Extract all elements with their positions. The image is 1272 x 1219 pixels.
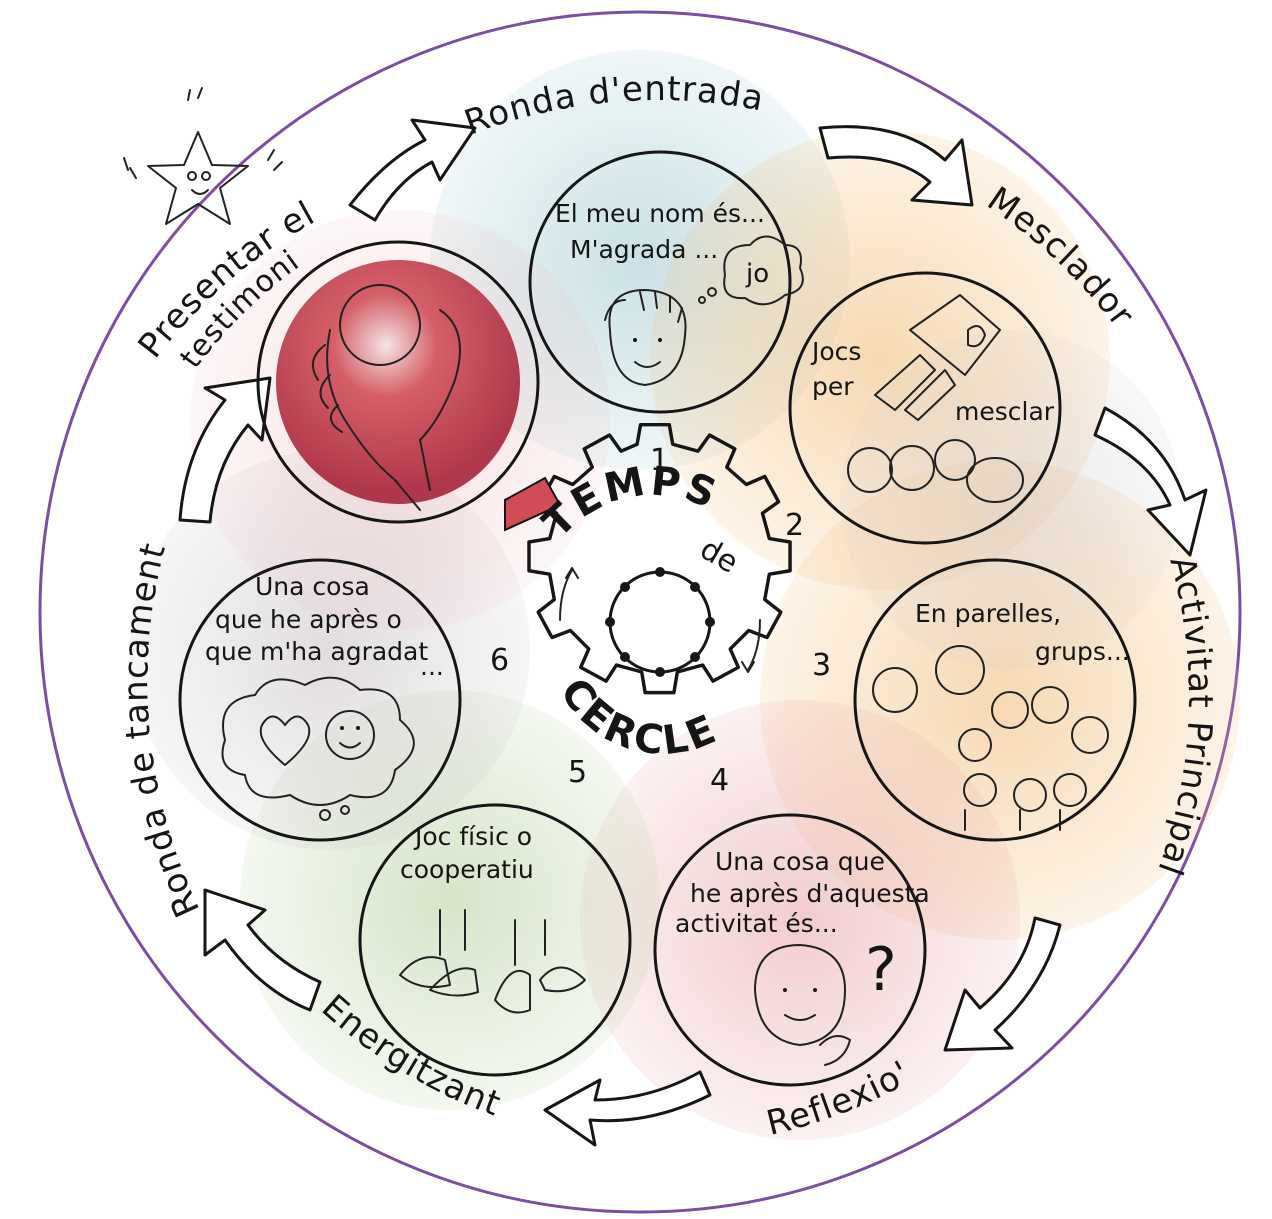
mesclador-line3: mesclar <box>955 397 1055 426</box>
bubble-jo: jo <box>745 259 769 289</box>
center-gear <box>504 422 792 695</box>
tancament-line2: que he après o <box>215 605 402 634</box>
child-face-icon <box>604 289 687 386</box>
energitzant-line2: cooperatiu <box>400 855 534 884</box>
arrow-to-principal <box>1093 406 1208 557</box>
energitzant-line1: Joc físic o <box>413 822 532 851</box>
cycle-arrows <box>178 118 1208 1147</box>
step-number-2: 2 <box>785 508 804 543</box>
station-ronda-entrada: El meu nom és... M'agrada ... jo <box>528 150 804 414</box>
arrow-to-testimoni <box>178 376 272 524</box>
station-ronda-tancament: Una cosa que he après o que m'ha agradat… <box>178 558 462 842</box>
feet-and-shoes-icon <box>399 909 586 1014</box>
tancament-line4: ... <box>420 652 444 681</box>
hand-holding-ball-icon <box>311 284 461 511</box>
smiley-icon <box>325 710 375 760</box>
principal-line2: grups... <box>1035 637 1130 666</box>
arrow-to-energitzant <box>543 1070 712 1147</box>
principal-line1: En parelles, <box>915 599 1061 628</box>
entrada-line1: El meu nom és... <box>555 199 765 228</box>
tancament-line3: que m'ha agradat <box>205 637 428 666</box>
arrow-to-entrada <box>348 118 477 222</box>
heart-icon <box>259 715 311 766</box>
step-numbers: 1 2 3 4 5 6 <box>490 443 831 798</box>
arrow-to-tancament <box>203 888 322 1012</box>
step-number-1: 1 <box>650 443 669 478</box>
star-icon <box>123 87 283 225</box>
station-energitzant: Joc físic o cooperatiu <box>358 803 632 1077</box>
question-mark: ? <box>865 935 897 1005</box>
arrow-to-reflexio <box>943 916 1062 1052</box>
balls-icon <box>847 439 1024 503</box>
reflexio-line1: Una cosa que <box>715 847 885 876</box>
step-number-4: 4 <box>710 763 729 798</box>
group-of-people-icon <box>872 645 1109 831</box>
entrada-line2: M'agrada ... <box>570 235 718 264</box>
station-activitat-principal: En parelles, grups... <box>853 558 1137 842</box>
station-reflexio: Una cosa que he après d'aquesta activita… <box>653 813 930 1087</box>
thought-bubble-icon: jo <box>698 235 804 306</box>
station-presentar-testimoni <box>256 240 540 524</box>
arrow-to-mesclador <box>818 125 974 207</box>
people-circle-icon <box>559 567 761 677</box>
mesclador-line1: Jocs <box>810 337 861 366</box>
cloud-icon <box>221 676 415 821</box>
gear-red-tab <box>504 476 562 532</box>
hand-mixer-icon <box>874 294 1001 421</box>
step-number-5: 5 <box>568 755 587 790</box>
watercolor-washes <box>130 50 1240 1140</box>
step-number-6: 6 <box>490 643 509 678</box>
tancament-line1: Una cosa <box>255 572 370 601</box>
mesclador-line2: per <box>812 372 854 401</box>
reflexio-line3: activitat és... <box>675 909 838 938</box>
reflexio-line2: he après d'aquesta <box>690 879 930 908</box>
thinking-child-icon <box>754 944 851 1066</box>
step-number-3: 3 <box>812 648 831 683</box>
station-mesclador: Jocs per mesclar <box>788 271 1062 545</box>
